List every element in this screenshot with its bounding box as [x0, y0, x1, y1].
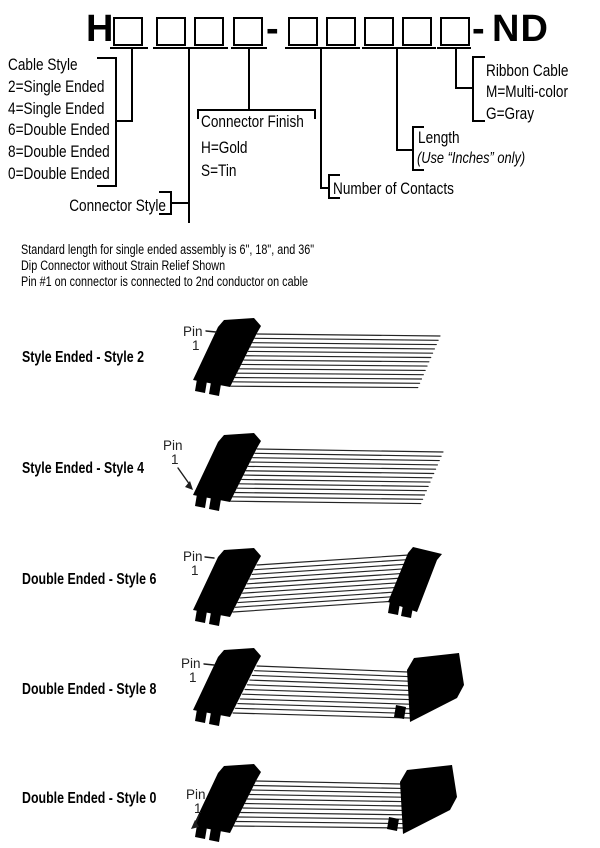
callout-line [131, 47, 133, 122]
callout-line [170, 191, 172, 215]
ribbon-cable-art [232, 554, 410, 613]
ribbon-cable-art [232, 665, 411, 719]
pin-label: Pin [163, 438, 183, 453]
pin-number: 1 [192, 338, 200, 353]
ribbon-cable-callout: Ribbon Cable M=Multi-color G=Gray [486, 60, 589, 124]
drawing-row-label: Double Ended - Style 6 [22, 571, 157, 588]
ribbon-cable-art [230, 448, 444, 505]
drawing-row-label: Double Ended - Style 8 [22, 681, 157, 698]
connector-finish-title: Connector Finish [201, 112, 304, 131]
callout-line [328, 197, 340, 199]
digit-box [194, 17, 224, 46]
callout-line [412, 126, 414, 171]
pin-number: 1 [189, 670, 197, 685]
part-number-separator: - [472, 8, 486, 50]
callout-line [197, 109, 199, 119]
cable-style-option: 6=Double Ended [8, 120, 110, 140]
callout-line [248, 47, 250, 111]
drawing-row-label: Double Ended - Style 0 [22, 790, 157, 807]
ribbon-cable-art [233, 780, 404, 829]
part-number-suffix: ND [492, 8, 549, 50]
callout-line [197, 109, 316, 111]
callout-line [97, 57, 117, 59]
note-line: Pin #1 on connector is connected to 2nd … [21, 274, 308, 290]
pin-label: Pin [183, 549, 203, 564]
cable-style-title: Cable Style [8, 55, 78, 74]
pin-number: 1 [171, 452, 179, 467]
digit-box [233, 17, 263, 46]
pin-number: 1 [194, 801, 202, 816]
pin-label: Pin [186, 787, 206, 802]
ribbon-cable-option: G=Gray [486, 103, 534, 123]
notes-block: Standard length for single ended assembl… [21, 242, 387, 291]
cable-style-callout: Cable Style 2=Single Ended 4=Single Ende… [8, 54, 135, 185]
ribbon-cable-art [230, 333, 441, 389]
callout-line [472, 120, 485, 122]
callout-line [159, 213, 172, 215]
callout-line [396, 149, 414, 151]
digit-box [288, 17, 318, 46]
cable-drawing-style-0: Pin 1 [186, 757, 457, 848]
callout-line [472, 56, 485, 58]
callout-line [314, 109, 316, 119]
digit-box [440, 17, 470, 46]
callout-line [115, 57, 117, 187]
callout-line [97, 185, 117, 187]
callout-line [285, 47, 360, 49]
digit-box [156, 17, 186, 46]
callout-line [116, 120, 133, 122]
cable-drawing-style-4: Pin 1 [163, 433, 444, 525]
number-of-contacts-title: Number of Contacts [333, 179, 454, 198]
drawing-row-label: Style Ended - Style 2 [22, 349, 144, 366]
callout-line [412, 126, 424, 128]
digit-box [113, 17, 143, 46]
callout-line [188, 47, 190, 223]
connector-style-callout: Connector Style [30, 195, 166, 217]
pin-number: 1 [191, 563, 199, 578]
cable-style-option: 2=Single Ended [8, 76, 105, 96]
callout-line [153, 47, 228, 49]
length-note: (Use “Inches” only) [417, 150, 526, 167]
callout-line [362, 47, 436, 49]
ribbon-cable-option: M=Multi-color [486, 82, 568, 102]
callout-line [412, 169, 424, 171]
digit-box [364, 17, 394, 46]
callout-line [320, 47, 322, 189]
length-title: Length [418, 128, 460, 147]
callout-line [110, 47, 148, 49]
ribbon-cable-title: Ribbon Cable [486, 61, 569, 80]
cable-drawing-style-2: Pin 1 [183, 318, 441, 410]
callout-line [455, 47, 457, 89]
callout-line [328, 174, 340, 176]
connector-style-title: Connector Style [69, 196, 166, 215]
cable-drawing-style-8: Pin 1 [181, 645, 464, 740]
note-line: Standard length for single ended assembl… [21, 242, 315, 257]
callout-line [170, 202, 190, 204]
part-number-separator: - [266, 8, 280, 50]
callout-line [472, 56, 474, 122]
cable-style-option: 4=Single Ended [8, 98, 105, 118]
digit-box [402, 17, 432, 46]
callout-line [320, 187, 330, 189]
note-line: Dip Connector without Strain Relief Show… [21, 258, 226, 274]
drawing-row-label: Style Ended - Style 4 [22, 460, 144, 477]
callout-line [396, 47, 398, 151]
callout-line [455, 87, 474, 89]
callout-line [437, 47, 471, 49]
cable-style-option: 8=Double Ended [8, 142, 110, 162]
cable-drawing-style-6: Pin 1 [183, 547, 450, 640]
callout-line [159, 191, 172, 193]
pin-label: Pin [183, 324, 203, 339]
cable-style-option: 0=Double Ended [8, 163, 110, 183]
pin-label: Pin [181, 656, 201, 671]
connector-finish-option: H=Gold [201, 138, 248, 157]
digit-box [326, 17, 356, 46]
part-number-prefix: H [86, 8, 115, 50]
connector-finish-option: S=Tin [201, 161, 237, 180]
callout-line [328, 174, 330, 199]
